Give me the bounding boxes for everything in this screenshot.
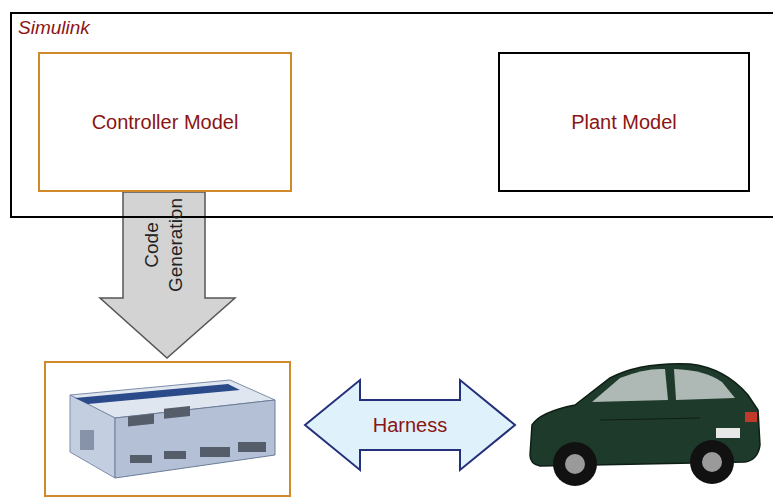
code-generation-label: Code Generation: [140, 189, 188, 301]
harness-arrow: [305, 380, 515, 470]
car-image: [530, 364, 760, 486]
simulink-frame: SimulinkController Model Plant Model: [10, 12, 773, 218]
box-label: Controller Model: [84, 110, 247, 134]
frame-title: Simulink: [18, 16, 90, 40]
harness-label: Harness: [362, 413, 458, 437]
target-hardware: [45, 362, 290, 496]
box-label: Plant Model: [563, 110, 685, 134]
plant-box: Plant Model: [498, 52, 750, 192]
controller-box: Controller Model: [38, 52, 292, 192]
